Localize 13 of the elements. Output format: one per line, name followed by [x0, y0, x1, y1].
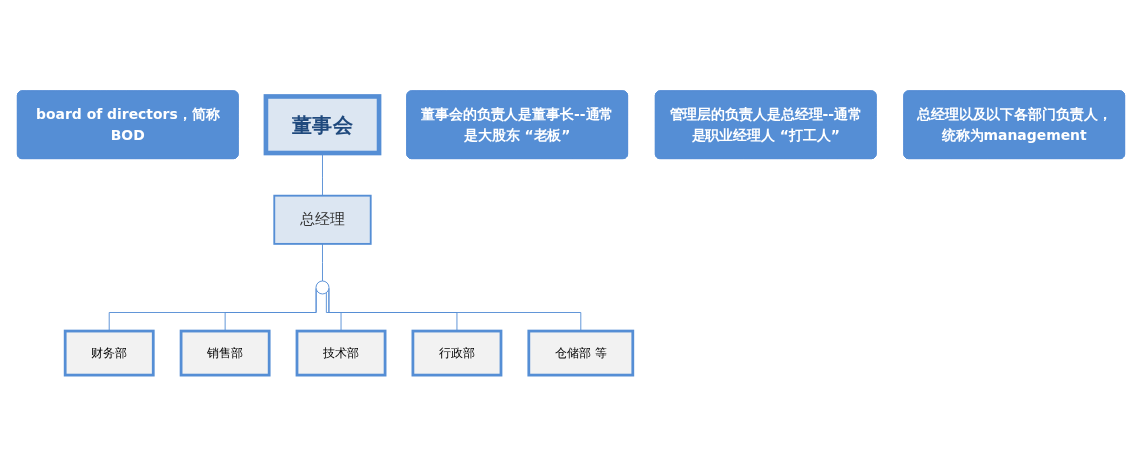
node-box: 销售部 [179, 329, 271, 377]
node-box: 仓储部 等 [527, 329, 635, 377]
node-box: 董事会 [263, 94, 382, 156]
connector [325, 292, 342, 332]
node-circle [315, 280, 330, 295]
node-box: 技术部 [295, 329, 387, 377]
connector [322, 243, 323, 282]
connector [224, 288, 317, 332]
connector [328, 287, 582, 332]
node-box: 财务部 [63, 329, 155, 377]
node-box: 行政部 [411, 329, 503, 377]
node-box: 总经理 [273, 194, 372, 245]
connector [108, 287, 317, 332]
